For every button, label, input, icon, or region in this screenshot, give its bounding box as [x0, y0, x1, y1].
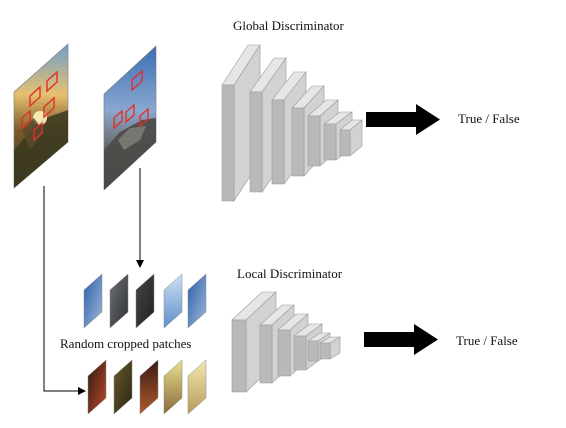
local-discriminator-layers [231, 291, 342, 393]
layer-block-face [339, 129, 351, 157]
patches-caption: Random cropped patches [60, 336, 192, 351]
input-image-sunset [13, 43, 69, 189]
arrow-rock-to-patches [136, 168, 144, 268]
global-discriminator-layers [221, 43, 363, 203]
local-discriminator-title: Local Discriminator [237, 266, 343, 281]
patch [83, 273, 103, 329]
layer-block-face [319, 342, 331, 360]
layer-block-face [259, 324, 273, 384]
local-output-label: True / False [456, 333, 518, 348]
layer-block-face [231, 319, 247, 393]
layer-block-face [307, 340, 319, 362]
local-output-arrow [364, 324, 438, 355]
patch [187, 273, 207, 329]
crop-box-markers [21, 70, 58, 142]
patch-row-rock [83, 273, 207, 329]
global-output-arrow [366, 104, 440, 135]
global-discriminator-title: Global Discriminator [233, 18, 344, 33]
layer-block-face [271, 99, 285, 185]
patch [109, 273, 129, 329]
patch-row-sunset [87, 359, 207, 415]
layer-block-face [221, 84, 235, 202]
layer-block-face [249, 91, 263, 193]
layer-block-face [323, 123, 337, 161]
layer-block-face [293, 335, 307, 371]
global-output-label: True / False [458, 111, 520, 126]
patch [187, 359, 207, 415]
layer-block-face [307, 115, 321, 167]
input-image-rock [103, 45, 157, 191]
crop-box-markers [113, 69, 149, 130]
patch [163, 359, 183, 415]
arrow-sunset-to-patches [43, 186, 86, 395]
layer-block-face [277, 329, 291, 377]
patch [139, 359, 159, 415]
layer-block-face [291, 107, 305, 177]
patch [87, 359, 107, 415]
patch [163, 273, 183, 329]
patch [113, 359, 133, 415]
patch [135, 273, 155, 329]
